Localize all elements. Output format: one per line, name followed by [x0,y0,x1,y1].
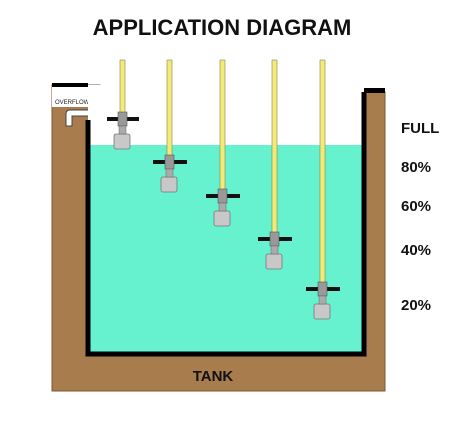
level-switch-full [107,59,139,150]
tank-rim-left [52,83,88,87]
level-label-40: 40% [401,242,431,259]
tank-rim-right [364,88,385,93]
diagram-title: APPLICATION DIAGRAM [93,15,352,40]
overflow-label: OVERFLOW [55,100,90,106]
level-switch-60 [206,59,240,227]
level-switch-80 [153,59,187,193]
level-label-full: FULL [401,120,439,137]
tank-interior-air [88,85,364,145]
level-label-80: 80% [401,159,431,176]
level-label-60: 60% [401,198,431,215]
level-switch-40 [258,59,292,270]
level-label-20: 20% [401,297,431,314]
level-switch-20 [306,59,340,320]
tank-label: TANK [193,368,234,385]
tank-inner-outline [85,92,367,357]
